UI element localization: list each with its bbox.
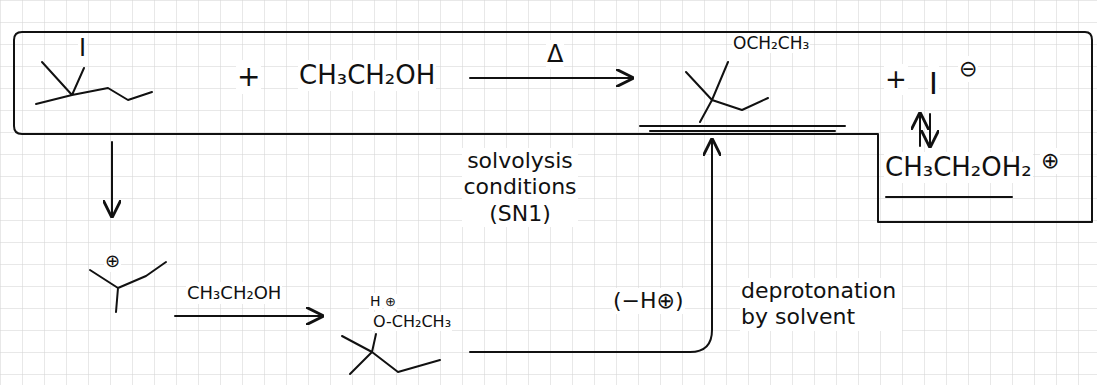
substituent-formula: OCH₂CH₃ <box>732 33 810 53</box>
reaction-arrow <box>175 315 322 317</box>
substituent-formula: O-CH₂CH₃ <box>372 312 452 331</box>
oxonium-underline <box>886 196 1012 198</box>
step-note: deprotonation by solvent <box>740 278 902 331</box>
charge-symbol: ⊕ <box>1040 148 1060 174</box>
atom-label: H <box>369 293 382 310</box>
ether-skeleton <box>686 62 768 122</box>
product-underline <box>640 126 845 131</box>
reaction-arrow <box>470 77 632 79</box>
heat-symbol: Δ <box>546 40 564 69</box>
carbocation-skeleton <box>90 262 166 312</box>
atom-label: I <box>78 34 87 63</box>
plus-sign: + <box>236 60 261 94</box>
step-note: (−H⊕) <box>612 288 685 314</box>
ion-symbol: I <box>928 66 939 102</box>
condition-note: solvolysis conditions (SN1) <box>462 148 577 227</box>
reagent-formula: CH₃CH₂OH <box>298 60 436 91</box>
ion-formula: CH₃CH₂OH₂ <box>884 152 1033 183</box>
harpoon-arrow <box>919 114 921 146</box>
charge-symbol: ⊖ <box>958 56 978 82</box>
oxonium-skeleton <box>342 334 440 374</box>
charge-symbol: ⊕ <box>384 294 397 310</box>
iodide-skeleton <box>36 62 152 104</box>
harpoon-arrow <box>929 114 931 146</box>
plus-sign: + <box>884 64 908 95</box>
reagent-formula: CH₃CH₂OH <box>186 282 282 304</box>
ionization-arrow <box>111 142 113 216</box>
charge-symbol: ⊕ <box>104 250 121 272</box>
